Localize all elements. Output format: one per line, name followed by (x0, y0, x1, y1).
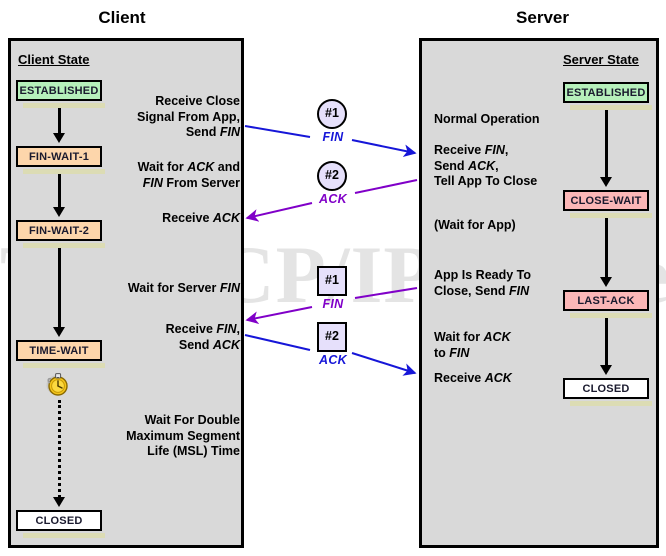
client-state-fin-wait-1: FIN-WAIT-1 (16, 146, 105, 174)
server-state-heading: Server State (563, 52, 639, 67)
server-arrow-established-to-closewait (600, 108, 613, 187)
client-column-title: Client (98, 8, 146, 27)
client-arrow-timewait-to-closed (53, 400, 66, 507)
client-state-fin-wait-2: FIN-WAIT-2 (16, 220, 105, 248)
server-state-established: ESTABLISHED (563, 82, 652, 110)
server-arrow-lastack-to-closed (600, 316, 613, 375)
client-event-4: Wait for Server FIN (127, 281, 240, 295)
client-state-heading: Client State (18, 52, 90, 67)
server-state-last-ack: LAST-ACK (563, 290, 652, 318)
client-event-5: Receive FIN,Send ACK (165, 322, 240, 352)
message-marker-2: #2 ACK (317, 161, 349, 206)
client-panel (8, 38, 244, 548)
message-badge-4: #2 (317, 322, 347, 352)
message-badge-1: #1 (317, 99, 347, 129)
message-badge-3: #1 (317, 266, 347, 296)
client-arrow-established-to-finwait1 (53, 105, 66, 143)
message-label-2: ACK (319, 192, 347, 206)
message-label-3: FIN (322, 297, 344, 311)
client-arrow-finwait1-to-finwait2 (53, 171, 66, 217)
stopwatch-icon (46, 373, 68, 396)
client-event-3: Receive ACK (162, 211, 240, 225)
client-state-established: ESTABLISHED (16, 80, 105, 108)
message-marker-4: #2 ACK (317, 322, 349, 367)
message-badge-2: #2 (317, 161, 347, 191)
server-event-1: Normal Operation (434, 112, 540, 126)
server-column-title: Server (516, 8, 569, 27)
client-arrow-finwait2-to-timewait (53, 245, 66, 337)
server-event-6: Receive ACK (434, 371, 512, 385)
message-label-1: FIN (322, 130, 344, 144)
server-event-3: (Wait for App) (434, 218, 516, 232)
client-state-time-wait: TIME-WAIT (16, 340, 105, 368)
server-arrow-closewait-to-lastack (600, 216, 613, 287)
server-state-close-wait: CLOSE-WAIT (563, 190, 652, 218)
message-marker-3: #1 FIN (317, 266, 349, 311)
server-event-2: Receive FIN,Send ACK,Tell App To Close (434, 143, 538, 188)
message-marker-1: #1 FIN (317, 99, 349, 144)
client-state-closed: CLOSED (16, 510, 105, 538)
server-state-closed: CLOSED (563, 378, 652, 406)
message-label-4: ACK (319, 353, 347, 367)
